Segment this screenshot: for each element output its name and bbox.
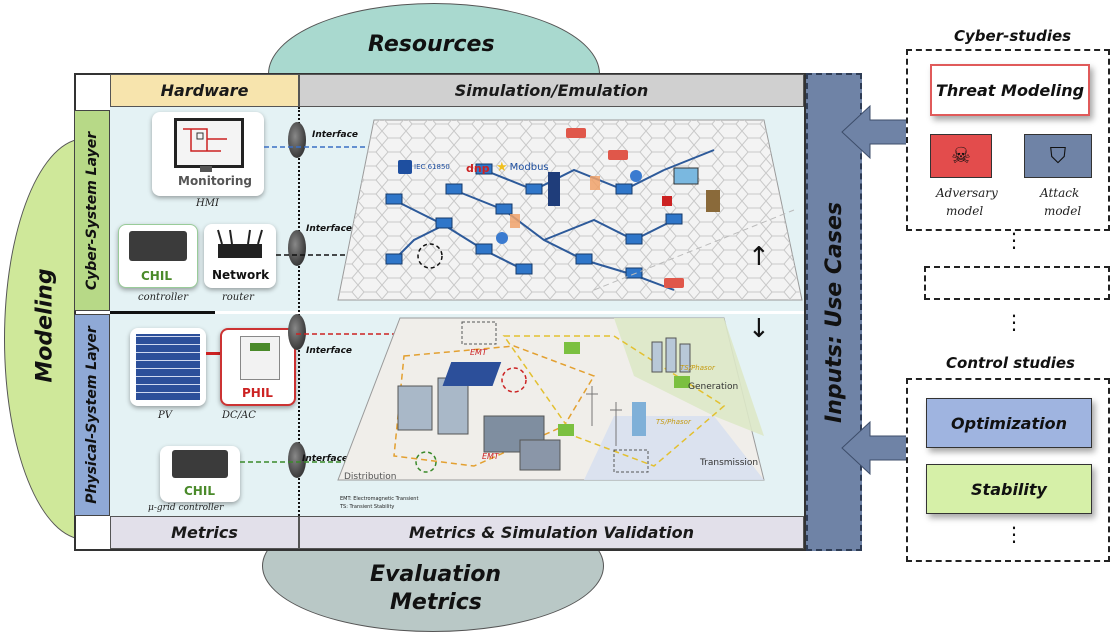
attack-caption-2: model <box>1044 204 1082 218</box>
ellipsis-dots-1: ⋮ <box>1004 228 1024 252</box>
storage-tank <box>632 402 646 436</box>
dashed-trace <box>593 209 795 291</box>
cyber-studies-title: Cyber-studies <box>954 27 1072 45</box>
header-hardware: Hardware <box>110 74 299 107</box>
pv-phil-link <box>206 352 220 355</box>
solar-farm <box>442 362 502 386</box>
monitoring-label: Monitoring <box>178 174 252 188</box>
inputs-title: Inputs: Use Cases <box>821 201 847 423</box>
attack-icon: ⛉ <box>1024 134 1092 178</box>
router-caption: router <box>222 292 254 303</box>
inputs-bar: Inputs: Use Cases <box>806 73 862 551</box>
monitor-screen <box>174 118 244 168</box>
interface-disc-ugrid <box>288 442 306 478</box>
interface-label-4: Interface <box>302 454 349 464</box>
protocol-dnp: dnp <box>466 162 490 175</box>
modeling-title-wrap: Modeling <box>20 240 70 410</box>
ellipsis-dots-3: ⋮ <box>1004 522 1024 546</box>
modeling-title: Modeling <box>32 267 58 383</box>
router-hub <box>496 232 508 244</box>
control-studies-title: Control studies <box>946 354 1075 372</box>
interface-disc-hmi <box>288 122 306 158</box>
interface-disc-router <box>288 230 306 266</box>
hw-sim-divider <box>298 107 300 516</box>
router-icon <box>217 229 263 258</box>
cyber-layer-label: Cyber-System Layer <box>84 131 101 290</box>
emt-label-1: EMT <box>470 348 487 357</box>
interface-label-1: Interface <box>312 130 359 140</box>
selection-ring <box>417 243 443 269</box>
cyber-network-plane <box>337 119 803 301</box>
inverter-icon <box>240 336 280 380</box>
threat-modeling-button[interactable]: Threat Modeling <box>930 64 1090 116</box>
empty-use-case-box <box>924 266 1110 300</box>
star-icon: ★ <box>496 160 508 175</box>
header-simulation: Simulation/Emulation <box>299 74 804 107</box>
laptop-icon <box>673 167 699 185</box>
chil-controller-cyber: CHIL <box>118 224 198 288</box>
ugrid-caption: μ-grid controller <box>148 503 224 513</box>
adversary-icon: ☠ <box>930 134 992 178</box>
network-router: Network <box>204 224 276 288</box>
generation-label: Generation <box>688 382 739 392</box>
adversary-caption-1: Adversary <box>936 186 998 200</box>
phil-inverter: PHIL <box>220 328 296 406</box>
distribution-label: Distribution <box>344 472 397 482</box>
board-icon <box>172 450 228 478</box>
iec-icon <box>398 160 412 174</box>
stability-button[interactable]: Stability <box>926 464 1092 514</box>
interface-label-2: Interface <box>306 224 353 234</box>
server-rack <box>548 172 560 206</box>
grid-legend-2: TS: Transient Stability <box>340 504 395 510</box>
arrow-control-to-inputs <box>841 420 909 476</box>
emt-label-2: EMT <box>482 452 499 461</box>
ellipsis-dots-2: ⋮ <box>1004 310 1024 334</box>
ts-label-1: TS/Phasor <box>680 364 715 372</box>
pv-panel <box>130 328 206 406</box>
circuit-icon <box>183 128 227 152</box>
footer-validation: Metrics & Simulation Validation <box>299 516 804 549</box>
band-separator <box>110 311 215 314</box>
footer-metrics: Metrics <box>110 516 299 549</box>
chil-label-physical: CHIL <box>184 484 215 498</box>
network-label: Network <box>212 268 270 282</box>
board-icon <box>129 231 187 261</box>
database-icon <box>706 190 720 212</box>
power-grid-scene <box>337 317 765 481</box>
transmission-label: Transmission <box>700 458 759 468</box>
solar-panel-icon <box>136 334 200 400</box>
hmi-caption: HMI <box>196 198 219 209</box>
interface-label-3: Interface <box>306 346 353 356</box>
up-arrow-icon: ↑ <box>748 242 770 272</box>
monitor-stand <box>200 166 212 172</box>
optimization-button[interactable]: Optimization <box>926 398 1092 448</box>
physical-layer-label: Physical-System Layer <box>84 326 100 504</box>
evaluation-title-line2: Metrics <box>390 590 482 615</box>
cyber-layer-tab: Cyber-System Layer <box>74 110 110 311</box>
adversary-caption-2: model <box>946 204 984 218</box>
pv-caption: PV <box>158 410 172 421</box>
down-arrow-icon: ↓ <box>748 314 770 344</box>
modbus-logo: ★ Modbus <box>496 160 549 175</box>
iec-logo: IEC 61850 <box>398 160 450 174</box>
ts-zone <box>502 335 726 467</box>
chil-controller-physical: CHIL <box>160 446 240 502</box>
lock-icon <box>662 196 672 206</box>
attack-caption-1: Attack <box>1040 186 1080 200</box>
protocol-modbus: Modbus <box>509 162 549 173</box>
hmi-monitor: Monitoring <box>152 112 264 196</box>
controller-caption: controller <box>138 292 188 303</box>
chil-label-cyber: CHIL <box>141 269 172 283</box>
ts-label-2: TS/Phasor <box>656 418 691 426</box>
evaluation-title-line1: Evaluation <box>370 562 502 587</box>
arrow-cyber-to-inputs <box>841 104 909 160</box>
physical-layer-tab: Physical-System Layer <box>74 314 110 516</box>
resources-title: Resources <box>368 32 495 57</box>
router-hub <box>630 170 642 182</box>
protocol-iec: IEC 61850 <box>414 163 450 171</box>
grid-legend-1: EMT: Electromagnetic Transient <box>340 496 419 502</box>
interface-disc-phil <box>288 314 306 350</box>
phil-label: PHIL <box>242 386 273 400</box>
dcac-caption: DC/AC <box>222 410 256 421</box>
